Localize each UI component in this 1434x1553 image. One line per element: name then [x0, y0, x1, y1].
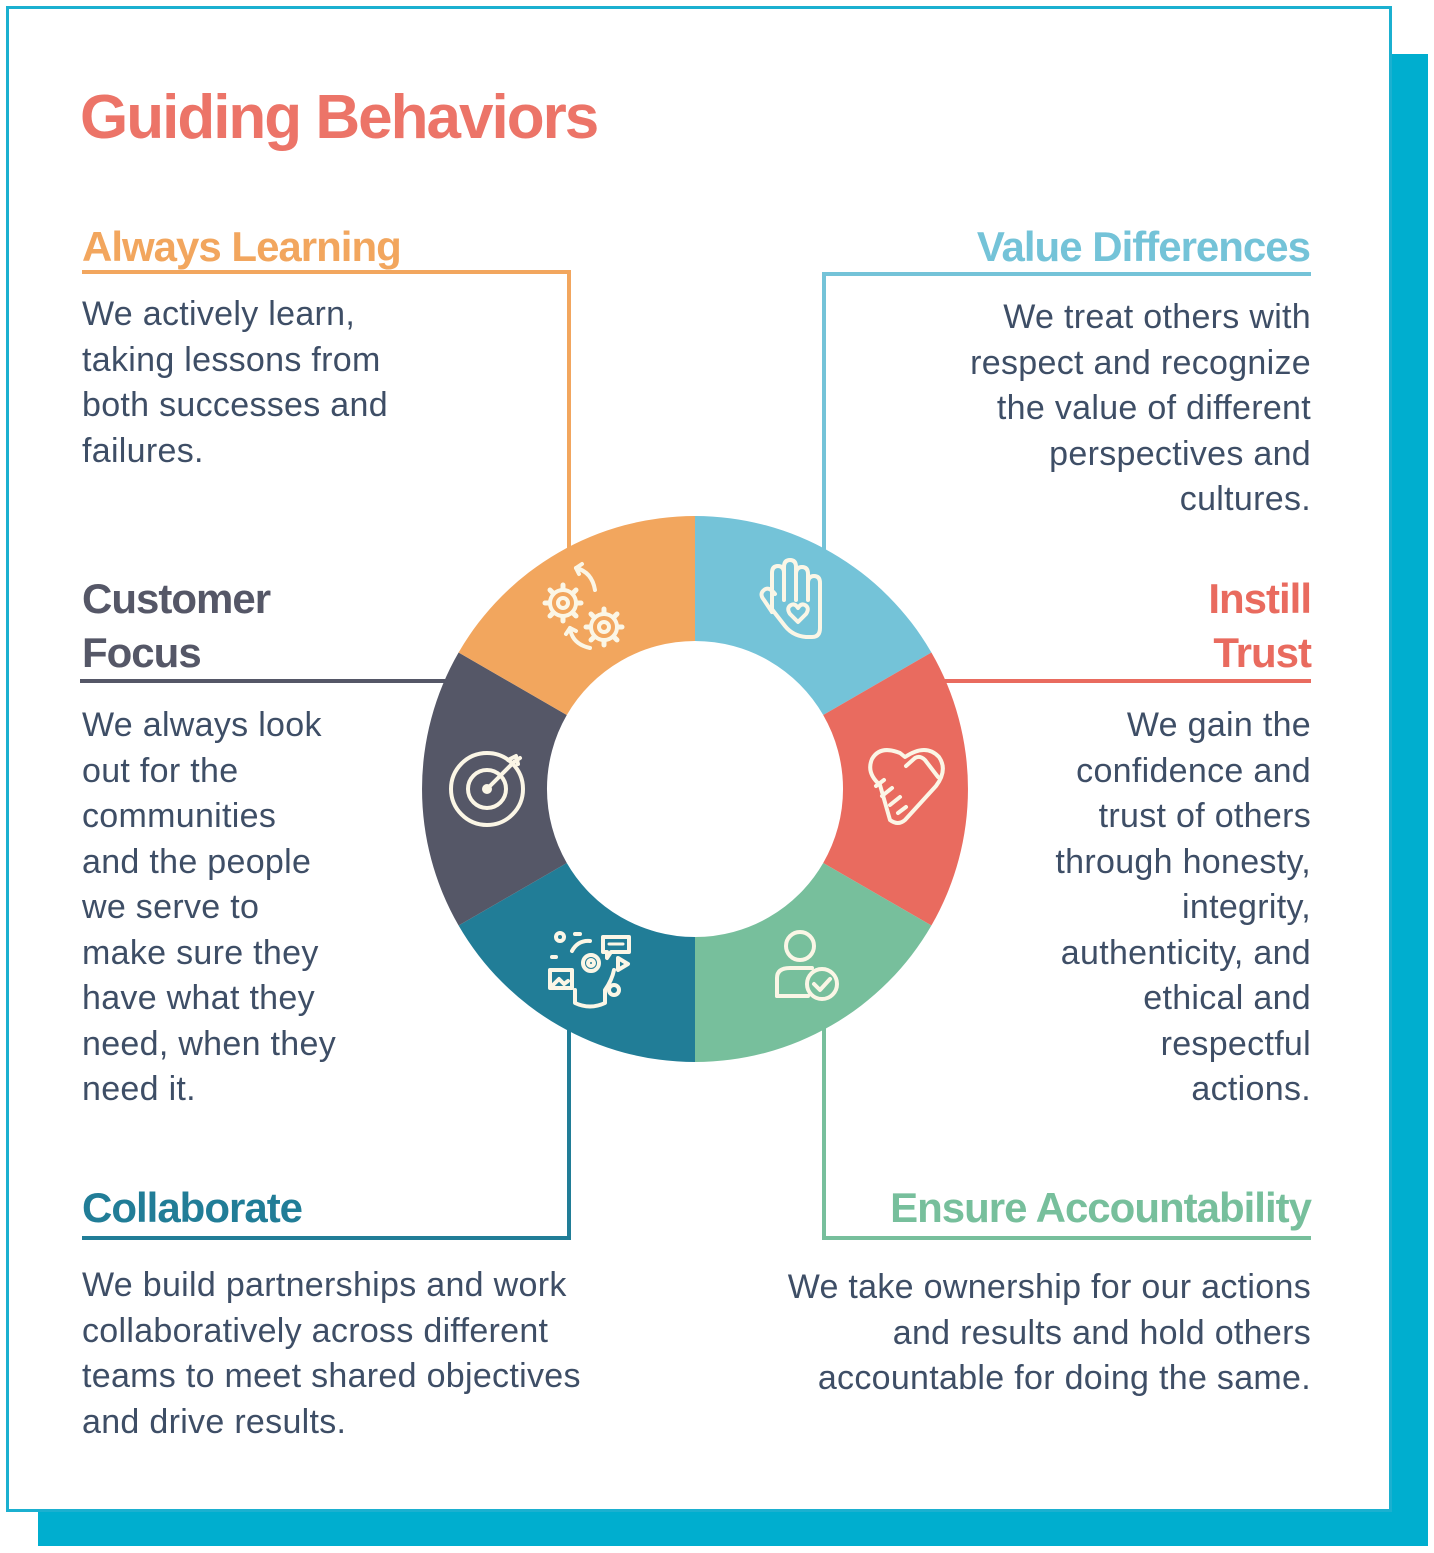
hand-heart-icon [759, 558, 822, 639]
text-line: taking lessons from [82, 340, 381, 379]
text-line: We actively learn, [82, 295, 356, 333]
text-line: make sure they [82, 933, 319, 972]
text-line: failures. [82, 431, 204, 470]
heading-line: Instill [1208, 575, 1312, 622]
ring-segments [422, 516, 968, 1062]
page-title: Guiding Behaviors [80, 83, 599, 152]
connector-collaborate [82, 1020, 571, 1240]
text-line: and drive results. [82, 1402, 347, 1441]
text-line: need, when they [82, 1024, 337, 1063]
text-line: authenticity, and [1060, 933, 1311, 972]
gears-cycle-icon [542, 562, 625, 650]
text-customer-focus: We always look out for the communities a… [82, 703, 336, 1113]
heading-customer-focus: Customer Focus [82, 572, 271, 680]
segment-instill-trust [823, 652, 968, 926]
text-line: we serve to [82, 888, 260, 926]
text-line: need it. [82, 1070, 196, 1108]
segment-ensure-accountability [695, 863, 932, 1062]
text-line: We take ownership for our actions [787, 1268, 1311, 1306]
text-ensure-accountability: We take ownership for our actions and re… [788, 1265, 1311, 1402]
text-line: teams to meet shared objectives [82, 1357, 581, 1395]
handshake-heart-icon [868, 748, 945, 825]
text-line: have what they [82, 979, 315, 1017]
connector-ensure-accountability [822, 1020, 1311, 1240]
text-line: accountable for doing the same. [817, 1359, 1311, 1397]
text-line: ethical and [1143, 979, 1311, 1017]
text-line: actions. [1191, 1070, 1311, 1108]
text-always-learning: We actively learn, taking lessons from b… [82, 292, 388, 474]
heading-line: Focus [82, 629, 202, 676]
text-line: We gain the [1126, 706, 1311, 744]
heading-line: Trust [1213, 629, 1312, 676]
user-check-icon [775, 930, 839, 1001]
text-instill-trust: We gain the confidence and trust of othe… [1055, 703, 1311, 1113]
text-line: perspectives and [1049, 434, 1311, 473]
text-line: trust of others [1098, 797, 1311, 835]
text-collaborate: We build partnerships and work collabora… [82, 1263, 581, 1445]
text-line: We treat others with [1003, 298, 1311, 336]
text-line: and the people [82, 842, 312, 881]
text-line: and results and hold others [892, 1313, 1311, 1352]
text-line: integrity, [1182, 888, 1311, 926]
text-value-differences: We treat others with respect and recogni… [970, 295, 1311, 523]
segment-collaborate [458, 863, 695, 1062]
text-line: respect and recognize [970, 343, 1311, 382]
text-line: We build partnerships and work [82, 1266, 567, 1304]
text-line: out for the [82, 751, 239, 790]
text-line: cultures. [1179, 480, 1311, 518]
heading-always-learning: Always Learning [82, 223, 402, 270]
heading-instill-trust: Instill Trust [1208, 572, 1312, 680]
text-line: communities [82, 797, 277, 835]
connector-value-differences [822, 272, 1311, 560]
text-line: both successes and [82, 386, 388, 424]
segment-customer-focus [422, 652, 567, 926]
heading-line: Customer [82, 575, 271, 622]
text-line: through honesty, [1055, 842, 1311, 881]
heading-value-differences: Value Differences [976, 223, 1311, 270]
segment-value-differences [695, 516, 932, 715]
heading-ensure-accountability: Ensure Accountability [890, 1184, 1312, 1231]
idea-collaboration-icon [548, 931, 631, 1009]
card-frame [6, 6, 1392, 1512]
connector-always-learning [82, 270, 571, 560]
text-line: confidence and [1076, 751, 1311, 790]
heading-collaborate: Collaborate [82, 1184, 303, 1231]
target-icon [449, 751, 525, 827]
text-line: We always look [82, 706, 322, 744]
text-line: the value of different [996, 389, 1311, 427]
text-line: collaboratively across different [82, 1311, 549, 1350]
text-line: respectful [1160, 1024, 1311, 1063]
